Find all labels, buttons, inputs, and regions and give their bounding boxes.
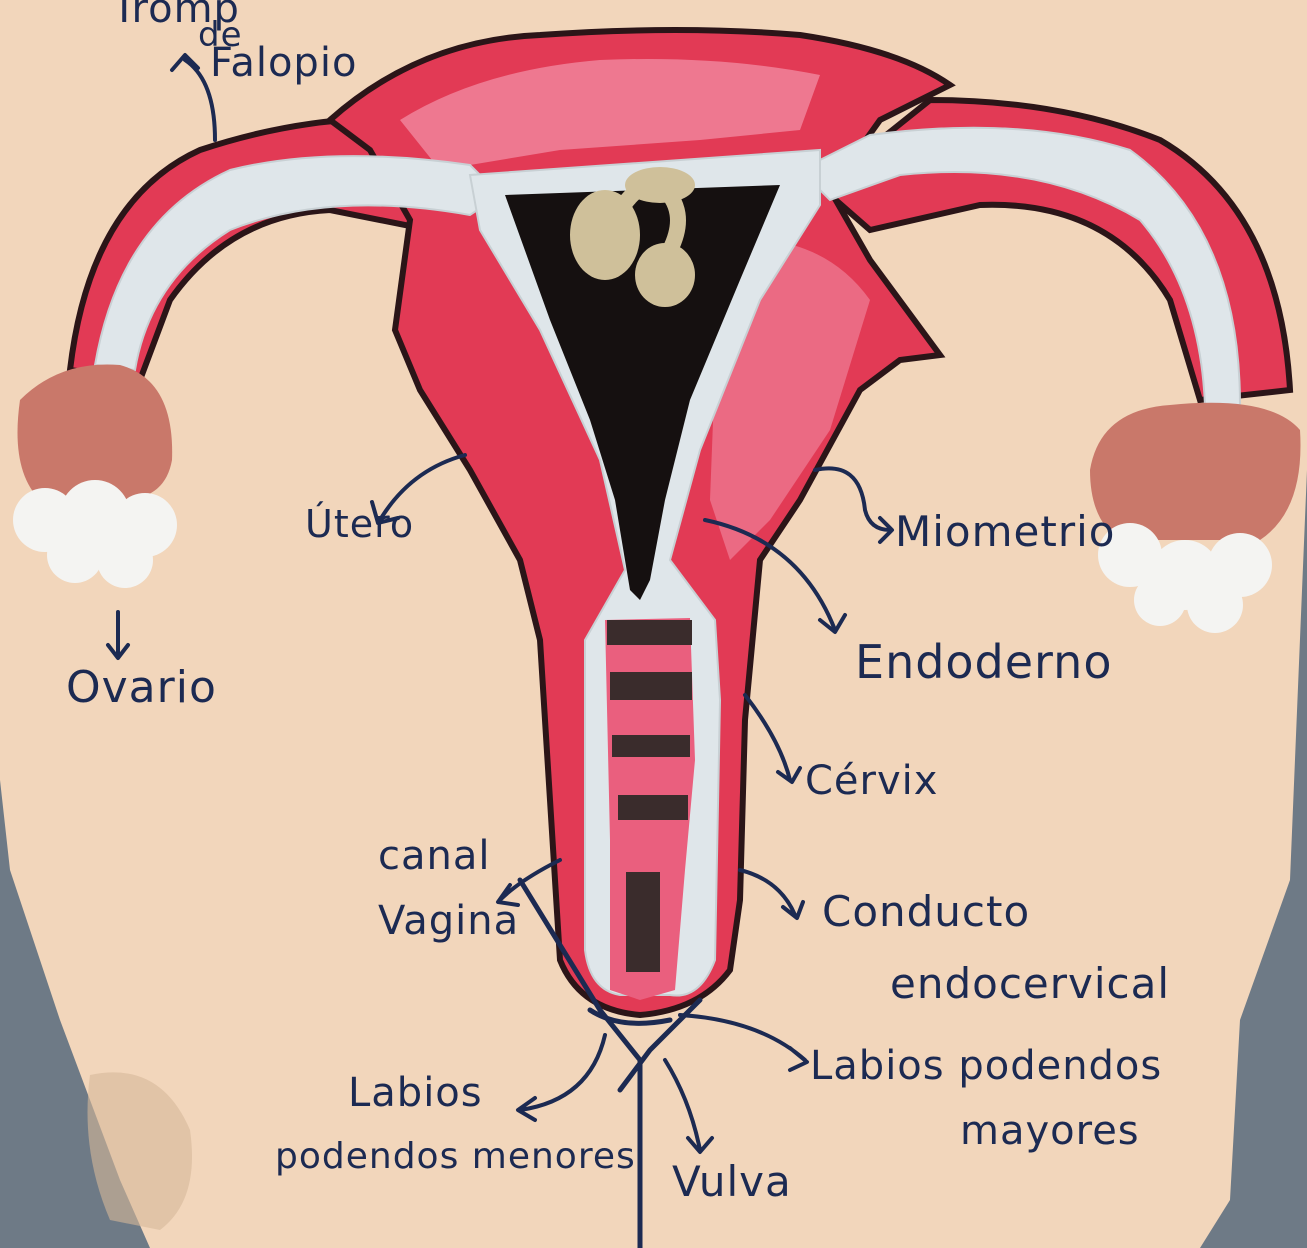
label-utero: Útero bbox=[305, 505, 414, 545]
label-labios-menores-line2: podendos menores bbox=[275, 1138, 636, 1176]
label-ovario: Ovario bbox=[66, 665, 217, 711]
label-cervix: Cérvix bbox=[805, 760, 938, 802]
label-miometrio: Miometrio bbox=[895, 510, 1115, 554]
label-conducto-line2: endocervical bbox=[890, 962, 1170, 1006]
label-vulva: Vulva bbox=[672, 1160, 792, 1204]
label-canal-line1: canal bbox=[378, 835, 490, 877]
label-labios-mayores-line1: Labios podendos bbox=[810, 1045, 1162, 1087]
label-labios-menores-line1: Labios bbox=[348, 1072, 483, 1114]
label-conducto-line1: Conducto bbox=[822, 890, 1030, 934]
label-canal-line2: Vagina bbox=[378, 900, 519, 942]
label-endoderno: Endoderno bbox=[855, 638, 1112, 686]
label-trompas-line3: Falopio bbox=[210, 42, 357, 84]
label-labios-mayores-line2: mayores bbox=[960, 1110, 1140, 1152]
